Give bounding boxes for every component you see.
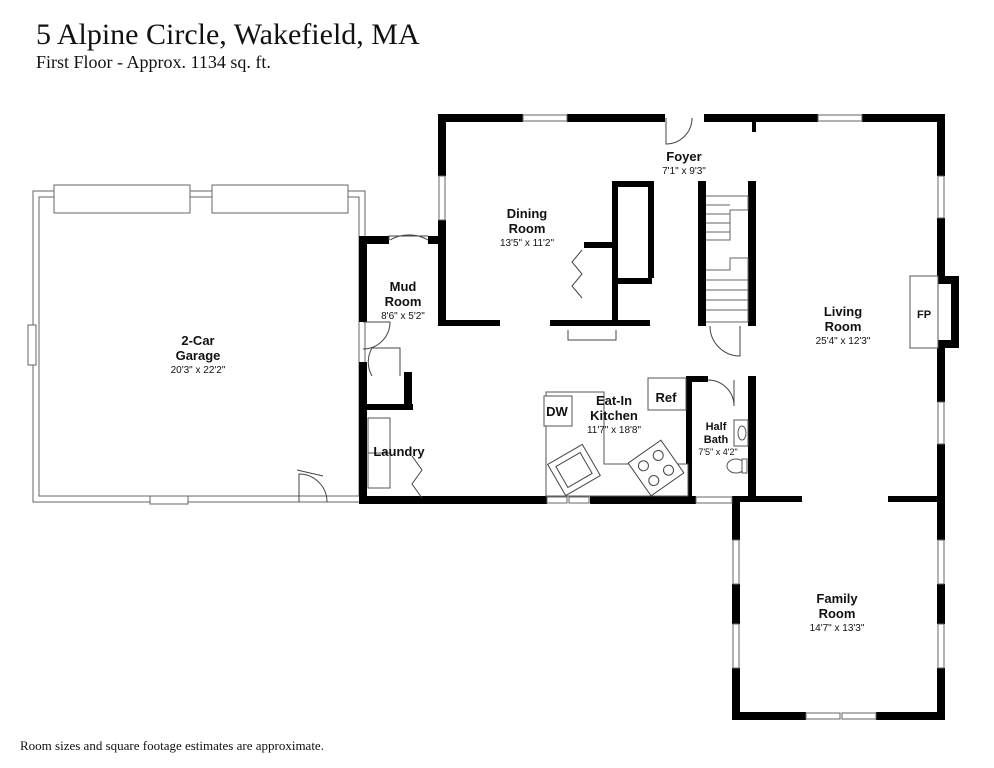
fireplace bbox=[909, 275, 939, 349]
garage-name-2: Garage bbox=[176, 348, 221, 363]
refrigerator-label: Ref bbox=[656, 390, 678, 405]
living-room-name-2: Room bbox=[825, 319, 862, 334]
fireplace-label: FP bbox=[917, 309, 931, 321]
garage-name-1: 2-Car bbox=[181, 333, 214, 348]
family-room-dims: 14'7" x 13'3" bbox=[810, 623, 865, 634]
bath-vanity bbox=[733, 419, 749, 447]
mud-room-dims: 8'6" x 5'2" bbox=[381, 311, 425, 322]
interior-walls bbox=[367, 181, 756, 502]
kitchen-sink bbox=[546, 443, 602, 497]
staircase bbox=[706, 195, 749, 323]
half-bath-dims: 7'5" x 4'2" bbox=[698, 447, 737, 457]
kitchen-name-1: Eat-In bbox=[596, 393, 632, 408]
half-bath-name-1: Half bbox=[706, 421, 727, 433]
foyer-name: Foyer bbox=[666, 149, 701, 164]
half-bath-name-2: Bath bbox=[704, 434, 729, 446]
mud-room-name-2: Room bbox=[385, 294, 422, 309]
laundry-name: Laundry bbox=[373, 444, 425, 459]
foyer-dims: 7'1" x 9'3" bbox=[662, 166, 706, 177]
living-room-name-1: Living bbox=[824, 304, 862, 319]
dining-room-name-2: Room bbox=[509, 221, 546, 236]
garage-outline bbox=[27, 184, 366, 505]
range bbox=[627, 439, 685, 497]
dining-room-dims: 13'5" x 11'2" bbox=[500, 238, 555, 249]
living-room-dims: 25'4" x 12'3" bbox=[816, 336, 871, 347]
fixtures bbox=[367, 275, 939, 497]
family-room-name-1: Family bbox=[816, 591, 858, 606]
family-room-name-2: Room bbox=[819, 606, 856, 621]
address-title: 5 Alpine Circle, Wakefield, MA bbox=[36, 18, 420, 51]
doors bbox=[362, 117, 741, 499]
refrigerator bbox=[647, 377, 687, 411]
room-labels: 2-Car Garage 20'3" x 22'2" Mud Room 8'6"… bbox=[171, 149, 931, 634]
mud-room-name-1: Mud bbox=[390, 279, 417, 294]
kitchen-dims: 11'7" x 18'8" bbox=[587, 425, 642, 436]
dining-room-name-1: Dining bbox=[507, 206, 547, 221]
floor-subtitle: First Floor - Approx. 1134 sq. ft. bbox=[36, 52, 271, 72]
dishwasher-label: DW bbox=[546, 404, 568, 419]
garage-dims: 20'3" x 22'2" bbox=[171, 365, 226, 376]
disclaimer-note: Room sizes and square footage estimates … bbox=[20, 738, 324, 753]
dishwasher bbox=[543, 395, 573, 427]
windows bbox=[438, 114, 945, 720]
kitchen-name-2: Kitchen bbox=[590, 408, 638, 423]
exterior-walls bbox=[359, 114, 959, 720]
